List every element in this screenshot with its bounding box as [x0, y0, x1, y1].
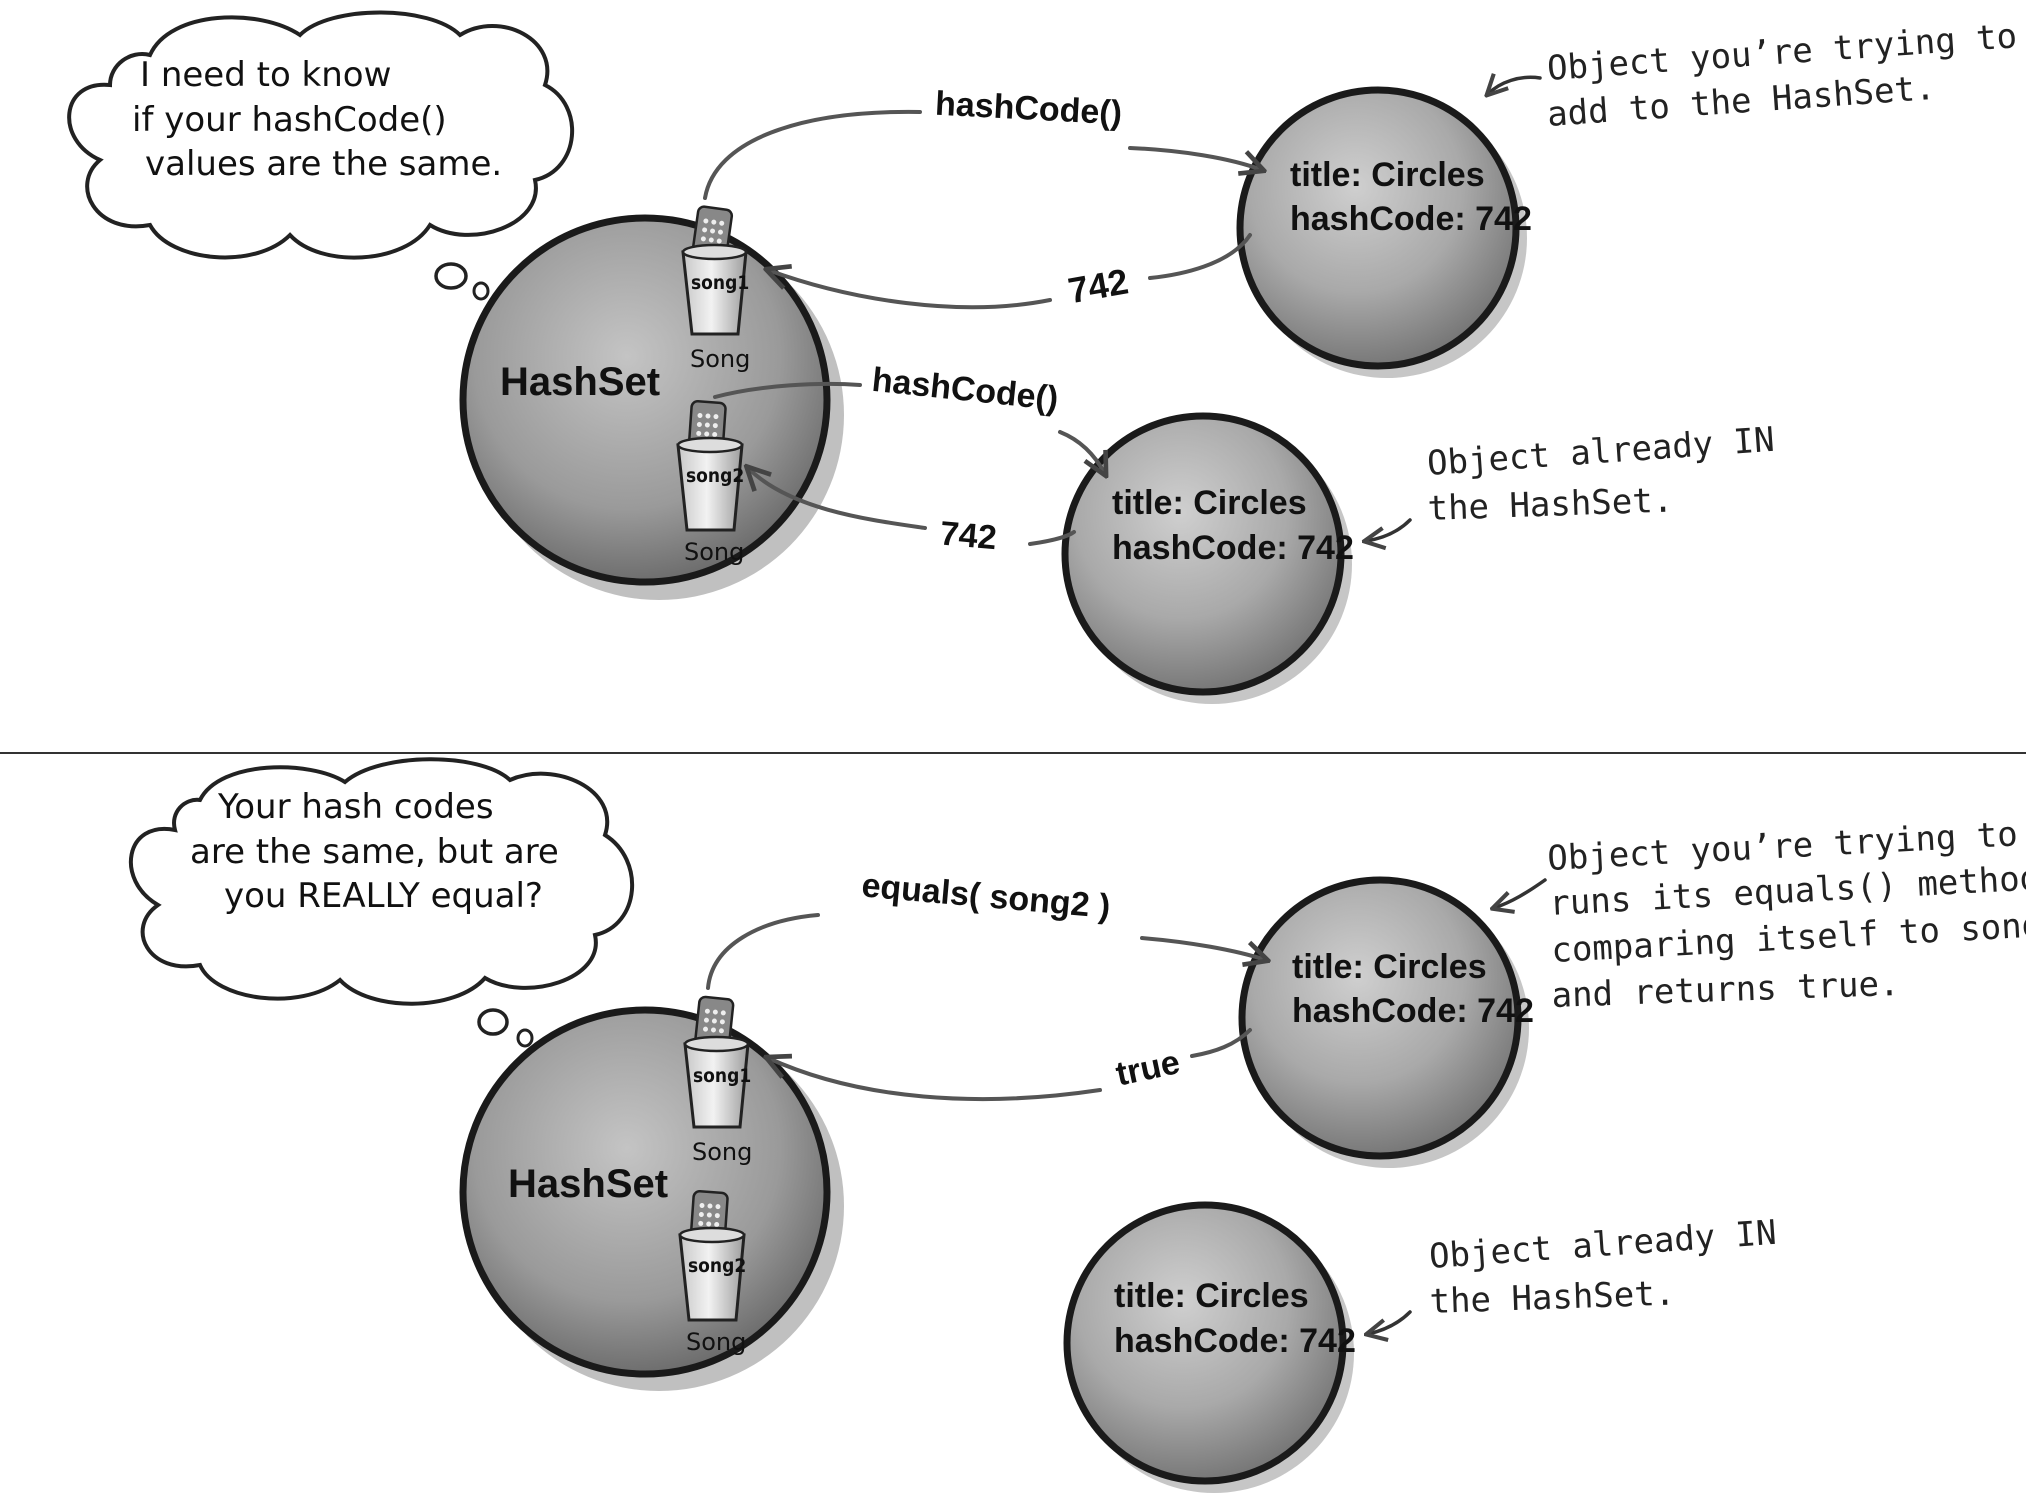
thought-line-1: I need to know: [140, 55, 391, 95]
call-arrow-end: [1140, 936, 1266, 960]
object-hashcode: hashCode: 742: [1292, 992, 1534, 1030]
top-note-existing: Object already IN the HashSet.: [1366, 420, 1776, 541]
pointer-arrow: [1494, 878, 1547, 908]
cup-icon: [676, 443, 744, 532]
song-type-label: Song: [692, 1138, 752, 1166]
thought-cloud: [67, 10, 575, 260]
note-line-2: the HashSet.: [1427, 480, 1674, 529]
cup-label: song1: [693, 1065, 751, 1087]
hashset-label: HashSet: [500, 360, 660, 404]
object-title: title: Circles: [1292, 948, 1487, 986]
object-ball: [1063, 1201, 1347, 1485]
note-line-2: the HashSet.: [1429, 1273, 1676, 1322]
top-thought-bubble: I need to know if your hashCode() values…: [67, 10, 575, 301]
thought-line-2: are the same, but are: [190, 832, 559, 872]
cup-label: song1: [691, 272, 749, 294]
object-ball: [1061, 412, 1345, 696]
bottom-note-existing: Object already IN the HashSet.: [1368, 1213, 1778, 1334]
pointer-arrow: [1366, 518, 1412, 541]
bottom-song2-cup: song2 Song: [678, 1190, 746, 1356]
return-arrow-start: [1190, 1028, 1252, 1058]
pointer-arrow: [1368, 1310, 1412, 1334]
top-new-object: title: Circles hashCode: 742: [1236, 86, 1532, 378]
song-type-label: Song: [690, 345, 750, 373]
song-type-label: Song: [686, 1328, 746, 1356]
call-label-lower: hashCode(): [870, 361, 1060, 418]
object-title: title: Circles: [1114, 1277, 1309, 1315]
top-panel: I need to know if your hashCode() values…: [67, 10, 2018, 704]
thought-line-2: if your hashCode(): [132, 100, 447, 140]
thought-dot-small: [516, 1028, 534, 1048]
thought-dot-large: [434, 262, 468, 290]
return-arrow-upper-start: [1148, 233, 1252, 280]
top-song2-cup: song2 Song: [676, 400, 744, 566]
object-hashcode: hashCode: 742: [1112, 529, 1354, 567]
thought-cloud: [129, 757, 635, 1006]
hashset-label: HashSet: [508, 1162, 668, 1206]
call-arrow-lower-end: [1058, 430, 1105, 474]
call-arrow-upper-end: [1128, 146, 1262, 170]
return-label-lower: 742: [938, 514, 998, 557]
object-hashcode: hashCode: 742: [1114, 1322, 1356, 1360]
thought-line-3: values are the same.: [145, 144, 502, 184]
thought-line-1: Your hash codes: [217, 787, 494, 827]
note-line-1: Object already IN: [1428, 1213, 1778, 1277]
thought-line-3: you REALLY equal?: [224, 876, 543, 916]
object-title: title: Circles: [1112, 484, 1307, 522]
call-arrow-lower-start: [713, 381, 862, 399]
cup-icon: [678, 1233, 746, 1322]
return-label: true: [1112, 1043, 1183, 1094]
return-label-upper: 742: [1065, 260, 1131, 311]
top-song1-cup: song1 Song: [681, 205, 750, 373]
note-line-4: and returns true.: [1551, 964, 1900, 1016]
return-arrow-lower-start: [1028, 530, 1076, 546]
object-ball: [1236, 86, 1520, 370]
return-arrow-end: [768, 1058, 1102, 1102]
pointer-arrow: [1488, 77, 1542, 94]
thought-dot-small: [472, 281, 490, 301]
call-label-upper: hashCode(): [934, 85, 1123, 133]
bottom-thought-bubble: Your hash codes are the same, but are yo…: [129, 757, 635, 1048]
cup-label: song2: [686, 465, 744, 487]
call-arrow-start: [706, 913, 820, 990]
cup-label: song2: [688, 1255, 746, 1277]
bottom-note-new: Object you’re trying to add runs its equ…: [1494, 810, 2026, 1016]
call-arrow-upper-start: [703, 109, 922, 200]
bottom-existing-object: title: Circles hashCode: 742: [1063, 1201, 1356, 1493]
thought-dot-large: [477, 1008, 509, 1036]
bottom-new-object: title: Circles hashCode: 742: [1238, 876, 1534, 1168]
top-existing-object: title: Circles hashCode: 742: [1061, 412, 1354, 704]
object-ball: [1238, 876, 1522, 1160]
return-arrow-upper-end: [768, 270, 1052, 310]
note-line-1: Object already IN: [1426, 420, 1776, 484]
bottom-panel: Your hash codes are the same, but are yo…: [129, 757, 2026, 1493]
object-title: title: Circles: [1290, 156, 1485, 194]
return-arrow-lower-end: [748, 468, 927, 530]
object-hashcode: hashCode: 742: [1290, 200, 1532, 238]
top-note-new: Object you’re trying to add to the HashS…: [1488, 16, 2018, 135]
call-label: equals( song2 ): [860, 866, 1112, 926]
song-type-label: Song: [684, 538, 744, 566]
bottom-song1-cup: song1 Song: [683, 995, 752, 1166]
